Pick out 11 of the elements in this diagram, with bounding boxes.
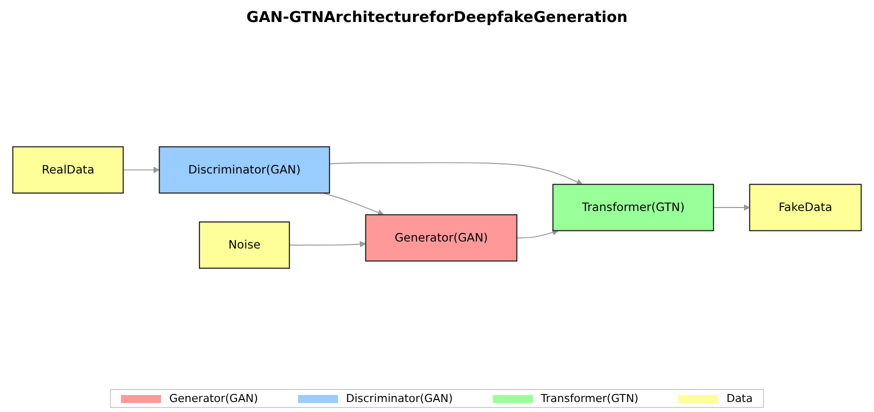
legend-label: Data [726,392,753,405]
process-box: Transformer(GTN) [552,184,714,232]
legend-label: Generator(GAN) [169,392,258,405]
legend-label: Discriminator(GAN) [346,392,453,405]
process-box: RealData [12,146,124,194]
process-box: Noise [198,221,290,269]
process-box: FakeData [749,184,862,232]
process-box: Generator(GAN) [365,214,518,262]
legend-label: Transformer(GTN) [540,392,638,405]
process-box: Discriminator(GAN) [158,146,330,194]
diagram-title: GAN-GTNArchitectureforDeepfakeGeneration [246,8,628,26]
